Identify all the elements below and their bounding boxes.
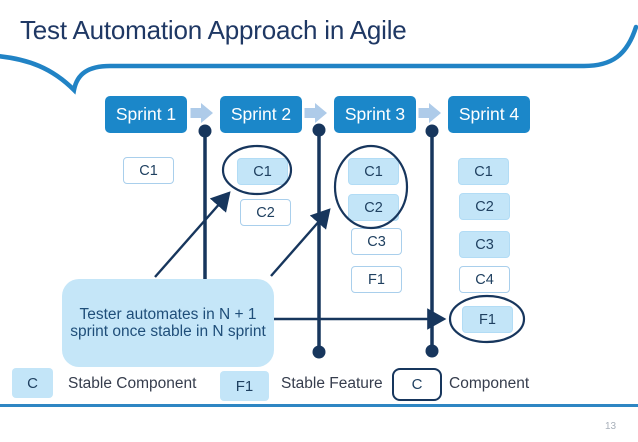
component-box-s2-c2: C2 [240, 199, 291, 226]
page-title: Test Automation Approach in Agile [20, 15, 407, 45]
swimlane-dot [425, 344, 439, 358]
footer-divider-line [0, 404, 638, 407]
sprint3-header: Sprint 3 [334, 96, 416, 133]
component-box-s3-c2: C2 [348, 194, 399, 221]
next-sprint-arrow-icon [418, 103, 441, 123]
legend-stable-feature-swatch: F1 [220, 371, 269, 401]
swimlane-dot [425, 124, 439, 138]
component-box-s4-c1: C1 [458, 158, 509, 185]
callout-text-line1: Tester automates in N + 1 [79, 305, 257, 323]
callout-note: Tester automates in N + 1 sprint once st… [62, 279, 274, 367]
callout-text-line2: sprint once stable in N sprint [70, 323, 266, 340]
component-box-s4-c4: C4 [459, 266, 510, 293]
legend-component-swatch: C [392, 368, 442, 401]
component-box-s4-c2: C2 [459, 193, 510, 220]
component-box-s2-c1: C1 [237, 158, 288, 185]
sprint2-header: Sprint 2 [220, 96, 302, 133]
component-box-s3-c3: C3 [351, 228, 402, 255]
swimlane-dot [312, 123, 326, 137]
sprint1-header: Sprint 1 [105, 96, 187, 133]
component-box-s4-f1: F1 [462, 306, 513, 333]
component-box-s1-c1: C1 [123, 157, 174, 184]
component-box-s3-f1: F1 [351, 266, 402, 293]
swimlane-dot [312, 345, 326, 359]
page-number: 13 [605, 421, 617, 432]
next-sprint-arrow-icon [190, 103, 213, 123]
legend-stable-feature-label: Stable Feature [281, 375, 383, 392]
next-sprint-arrow-icon [304, 103, 327, 123]
automation-arrow-to-sprint2 [154, 191, 231, 278]
component-box-s4-c3: C3 [459, 231, 510, 258]
swimlane-dot [198, 124, 212, 138]
legend-component-label: Component [449, 375, 530, 392]
component-box-s3-c1: C1 [348, 158, 399, 185]
sprint4-header: Sprint 4 [448, 96, 530, 133]
legend-stable-component-swatch: C [12, 368, 53, 398]
legend-stable-component-label: Stable Component [68, 375, 197, 392]
